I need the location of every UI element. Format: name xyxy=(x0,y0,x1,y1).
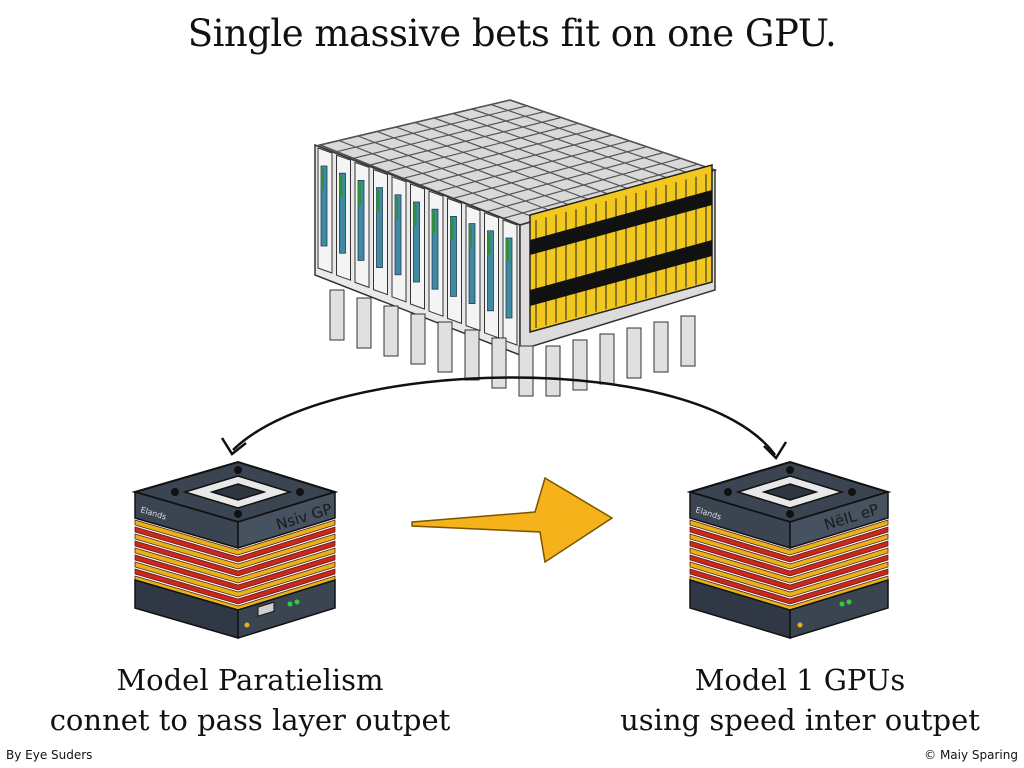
right-caption: Model 1 GPUs using speed inter outpet xyxy=(590,660,1010,740)
right-caption-line2: using speed inter outpet xyxy=(620,703,980,737)
gpu-unit-right xyxy=(686,460,892,640)
credit-right: © Maiy Sparing xyxy=(924,748,1018,762)
curved-arrow-head-right xyxy=(763,441,788,460)
right-caption-line1: Model 1 GPUs xyxy=(694,663,906,697)
curved-arrow-head-left xyxy=(220,437,247,456)
diagram-title: Single massive bets fit on one GPU. xyxy=(187,12,837,55)
left-caption-line2: connet to pass layer outpet xyxy=(49,703,451,737)
gpu-unit-left xyxy=(131,460,339,640)
forward-arrow-icon xyxy=(411,476,614,564)
curved-transfer-arrow xyxy=(232,376,777,456)
server-cluster-illustration xyxy=(314,99,718,397)
credit-left: By Eye Suders xyxy=(6,748,93,762)
left-caption: Model Paratielism connet to pass layer o… xyxy=(40,660,460,740)
left-caption-line1: Model Paratielism xyxy=(116,663,384,697)
